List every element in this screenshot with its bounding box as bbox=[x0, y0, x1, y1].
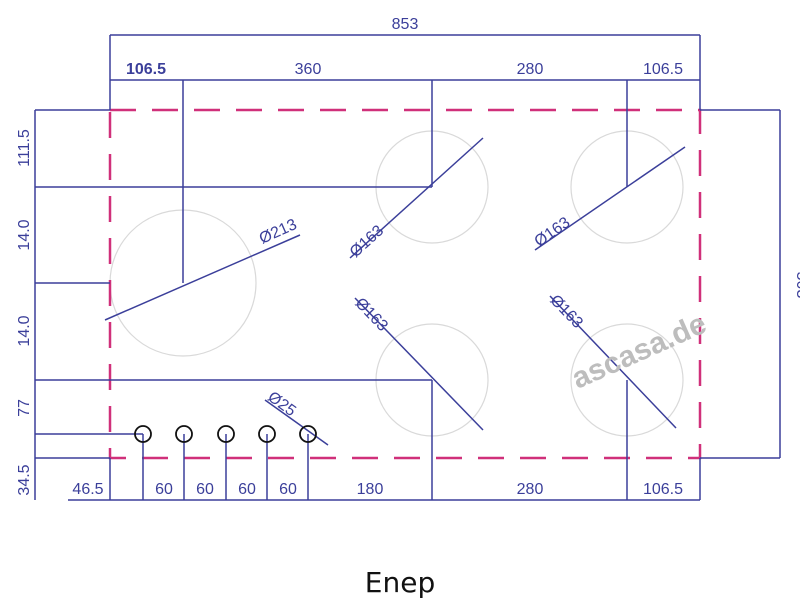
watermark: ascasa.de bbox=[567, 307, 711, 395]
left-dim-label: 77 bbox=[16, 399, 33, 417]
dimension-lines bbox=[34, 34, 781, 501]
diameter-label: Ø163 bbox=[532, 214, 574, 250]
top-dim-label: 106.5 bbox=[126, 61, 166, 78]
knob-hole bbox=[299, 425, 317, 443]
diameter-label: Ø213 bbox=[257, 216, 300, 247]
cutout-outline bbox=[108, 108, 702, 460]
bottom-dim-label: 180 bbox=[357, 481, 384, 498]
knob-holes bbox=[134, 425, 317, 443]
bottom-dim-label: 106.5 bbox=[643, 481, 683, 498]
left-dim-label: 14.0 bbox=[16, 315, 33, 346]
left-dim-label: 34.5 bbox=[16, 464, 33, 495]
top-dim-label: 360 bbox=[295, 61, 322, 78]
bottom-dim-label: 46.5 bbox=[72, 481, 103, 498]
bottom-dim-label: 60 bbox=[238, 481, 256, 498]
diameter-label: Ø163 bbox=[347, 222, 388, 261]
knob-hole bbox=[258, 425, 276, 443]
diameter-label: Ø163 bbox=[547, 292, 586, 332]
bottom-dim-label: 60 bbox=[155, 481, 173, 498]
knob-hole bbox=[175, 425, 193, 443]
left-dim-label: 111.5 bbox=[16, 129, 33, 167]
top-dim-label: 280 bbox=[517, 61, 544, 78]
bottom-dim-label: 60 bbox=[279, 481, 297, 498]
top-dim-label: 106.5 bbox=[643, 61, 683, 78]
overall-width-label: 853 bbox=[392, 16, 419, 33]
diameter-label: Ø25 bbox=[264, 389, 299, 421]
caption: Enep bbox=[364, 566, 436, 599]
left-dim-label: 14.0 bbox=[16, 219, 33, 250]
knob-hole bbox=[134, 425, 152, 443]
bottom-dim-label: 60 bbox=[196, 481, 214, 498]
knob-hole bbox=[217, 425, 235, 443]
overall-height-label: 503 bbox=[793, 272, 800, 299]
bottom-dim-label: 280 bbox=[517, 481, 544, 498]
